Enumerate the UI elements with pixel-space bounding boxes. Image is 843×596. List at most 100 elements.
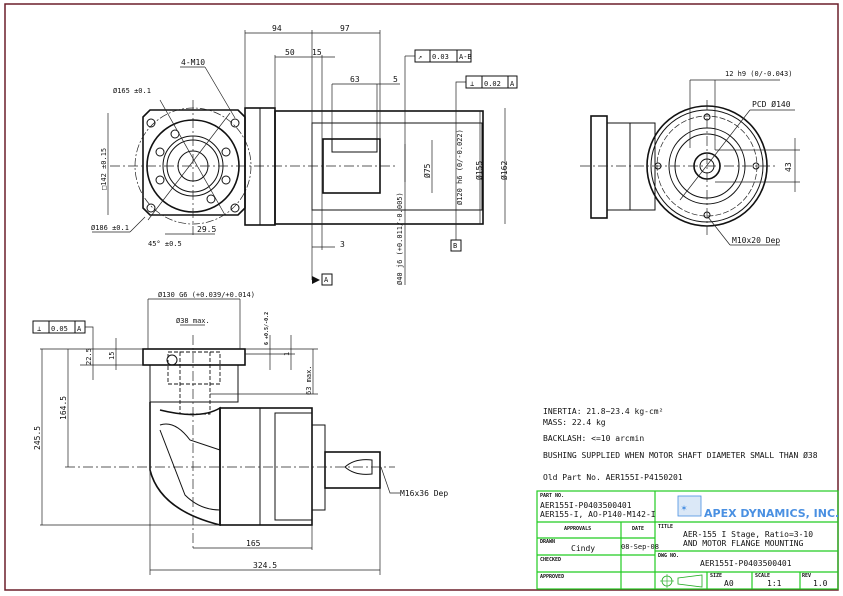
bottom-view: Ø130 G6 (+0.039/+0.014) Ø38 max. ⊥ 0.05 … bbox=[32, 291, 448, 575]
rev-label-label: REV bbox=[802, 573, 811, 579]
drawing-line bbox=[204, 66, 236, 119]
drawing-line bbox=[312, 276, 320, 284]
front-dimensions: 94 97 50 15 63 5 3 4-M10 Ø165 ±0.1 □142 … bbox=[91, 24, 518, 286]
scale-label-label: SCALE bbox=[755, 573, 770, 579]
bolt-holes bbox=[146, 118, 240, 213]
d50-label: 50 bbox=[285, 48, 295, 57]
d5-label: 5 bbox=[393, 75, 398, 84]
drawing-line bbox=[230, 118, 240, 128]
drawing-line bbox=[274, 110, 484, 225]
drawing-line bbox=[146, 203, 156, 213]
dia165-label: Ø165 ±0.1 bbox=[113, 87, 151, 95]
drawing-line bbox=[166, 139, 220, 193]
dia186-label: Ø186 ±0.1 bbox=[91, 224, 129, 232]
pcd-label: PCD Ø140 bbox=[752, 99, 791, 109]
drawing-line bbox=[219, 407, 313, 526]
drawn-by-label: Cindy bbox=[571, 544, 595, 553]
drawing-line: ↗ bbox=[418, 53, 422, 61]
d97-label: 97 bbox=[340, 24, 350, 33]
company-label: APEX DYNAMICS, INC. bbox=[704, 507, 839, 520]
d15-label: 15 bbox=[312, 48, 322, 57]
rev-label: 1.0 bbox=[813, 579, 828, 588]
datum-a-label: A bbox=[324, 276, 329, 284]
front-end-view bbox=[110, 99, 395, 235]
dia155-label: Ø155 bbox=[474, 161, 484, 180]
approved-label-label: APPROVED bbox=[540, 574, 564, 580]
dia130-label: Ø130 G6 (+0.039/+0.014) bbox=[158, 291, 255, 299]
drawing-line bbox=[155, 147, 165, 157]
title-block: PART NO. AER155I-P0403500401 AER155-I, A… bbox=[536, 490, 839, 590]
dia40-label: Ø40 j6 (+0.011/-0.005) bbox=[396, 192, 404, 285]
size-label-label: SIZE bbox=[710, 573, 722, 579]
title-label-label: TITLE bbox=[658, 524, 673, 530]
drawing-line bbox=[450, 239, 462, 252]
drawing-line: ⊥ bbox=[470, 80, 474, 88]
perp-ref-label: A bbox=[510, 80, 515, 88]
company-logo: ✶ APEX DYNAMICS, INC. bbox=[677, 495, 839, 520]
drawing-line bbox=[324, 451, 381, 489]
d3-label: 3 bbox=[340, 240, 345, 249]
dia120-label: Ø120 h6 (0/-0.022) bbox=[456, 129, 464, 205]
drawing-line bbox=[142, 348, 246, 366]
dwg-no-label: AER155I-P0403500401 bbox=[700, 559, 792, 568]
drawing-line bbox=[274, 412, 313, 521]
d15-label: 15 bbox=[108, 352, 116, 360]
d324-5-label: 324.5 bbox=[253, 561, 277, 570]
drawing-line: ⊥ bbox=[37, 325, 41, 333]
drawing-line bbox=[465, 75, 518, 89]
key-label: 12 h9 (0/-0.043) bbox=[725, 70, 792, 78]
drawing-line bbox=[677, 495, 702, 517]
drawing-line bbox=[536, 490, 839, 590]
angle45-label: 45° ±0.5 bbox=[148, 240, 182, 248]
old-part-label: Old Part No. AER155I-P4150201 bbox=[543, 473, 683, 482]
drawing-line bbox=[321, 273, 333, 286]
approvals-label-label: APPROVALS bbox=[564, 526, 591, 532]
date-label-label: DATE bbox=[632, 526, 644, 532]
drawing-line bbox=[221, 147, 231, 157]
drawing-line bbox=[142, 109, 246, 216]
side-body-view bbox=[244, 107, 484, 226]
title-1-label: AER-155 I Stage, Ratio=3-10 bbox=[683, 530, 813, 539]
scale-label: 1:1 bbox=[767, 579, 782, 588]
perp-tol-label: 0.05 bbox=[51, 325, 68, 333]
part-no-1-label: AER155I-P0403500401 bbox=[540, 501, 632, 510]
d63max-label: 63 max. bbox=[305, 365, 313, 395]
checked-label-label: CHECKED bbox=[540, 557, 561, 563]
drawing-line bbox=[752, 162, 760, 170]
drawing-line bbox=[230, 203, 240, 213]
drawn-label-label: DRAWN bbox=[540, 539, 555, 545]
part-no-2-label: AER155-I, AO-P140-M142-I bbox=[540, 510, 656, 519]
drawing-line bbox=[159, 423, 221, 511]
drawing-line bbox=[679, 109, 751, 201]
drawing-line bbox=[221, 175, 231, 185]
drawing-line bbox=[146, 118, 156, 128]
drawing-line bbox=[159, 99, 226, 216]
drawing-line bbox=[179, 351, 211, 415]
tap-label: M10x20 Dep bbox=[732, 236, 780, 245]
projection-symbol-icon bbox=[660, 574, 703, 588]
drawing-line bbox=[155, 175, 165, 185]
sq142-label: □142 ±0.15 bbox=[100, 148, 108, 190]
part-no-label-label: PART NO. bbox=[540, 493, 564, 499]
drawing-line bbox=[129, 216, 146, 233]
drawing-line bbox=[455, 81, 466, 113]
drawing-line bbox=[149, 402, 221, 527]
mass-label: MASS: 22.4 kg bbox=[543, 418, 606, 427]
d94-label: 94 bbox=[272, 24, 282, 33]
d1-label: 1 bbox=[283, 352, 291, 356]
right-side-view: 12 h9 (0/-0.043) PCD Ø140 43 M10x20 Dep bbox=[580, 70, 800, 246]
tap-label: M16x36 Dep bbox=[400, 489, 448, 498]
holes-label: 4-M10 bbox=[181, 58, 205, 67]
drawing-line bbox=[677, 574, 703, 588]
drawing-line bbox=[149, 364, 239, 403]
runout-ref-label: A-B bbox=[459, 53, 472, 61]
drawn-date-label: 08-Sep-08 bbox=[621, 543, 659, 551]
drawing-line bbox=[311, 424, 326, 511]
inertia-label: INERTIA: 21.8~23.4 kg-cm² bbox=[543, 407, 663, 416]
size-label: A0 bbox=[724, 579, 734, 588]
drawing-line bbox=[380, 466, 400, 494]
d29-5-label: 29.5 bbox=[197, 225, 216, 234]
drawing-line bbox=[206, 194, 216, 204]
sheet-frame bbox=[4, 3, 839, 591]
